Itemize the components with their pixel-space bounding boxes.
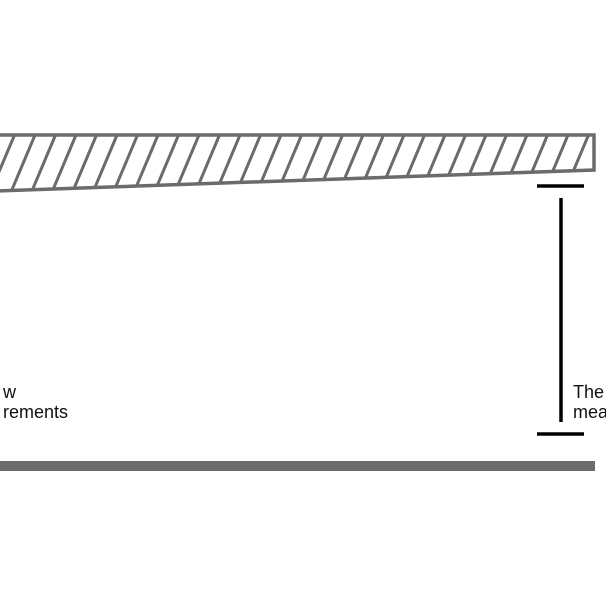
hatch-line bbox=[419, 135, 447, 191]
left-measurement-label: w rements bbox=[3, 382, 68, 422]
hatch-line bbox=[440, 135, 467, 191]
hatch-line bbox=[296, 135, 324, 191]
beam-hatching bbox=[0, 135, 594, 191]
hatch-line bbox=[460, 135, 488, 191]
hatch-line bbox=[173, 135, 201, 191]
hatch-line bbox=[501, 135, 529, 191]
hatch-line bbox=[71, 135, 98, 191]
hatch-line bbox=[317, 135, 344, 191]
right-label-line-1: The bbox=[573, 382, 605, 402]
hatch-line bbox=[50, 135, 78, 191]
hatch-line bbox=[276, 135, 303, 191]
hatch-line bbox=[337, 135, 365, 191]
right-measurement-label: The mea bbox=[573, 382, 606, 422]
sloped-beam bbox=[0, 133, 596, 193]
hatch-line bbox=[399, 135, 426, 191]
beam-outline bbox=[0, 133, 596, 193]
hatch-line bbox=[358, 135, 385, 191]
hatch-line bbox=[30, 135, 57, 191]
hatch-line bbox=[9, 135, 37, 191]
hatch-line bbox=[153, 135, 180, 191]
left-label-line-2: rements bbox=[2, 402, 68, 422]
hatch-line bbox=[522, 135, 549, 191]
left-label-line-1: w bbox=[2, 382, 16, 402]
hatch-line bbox=[0, 135, 16, 191]
hatch-line bbox=[481, 135, 508, 191]
height-dimension bbox=[537, 184, 584, 436]
floor-line bbox=[0, 461, 595, 471]
hatch-line bbox=[132, 135, 160, 191]
hatch-line bbox=[112, 135, 139, 191]
hatch-line bbox=[563, 135, 590, 191]
hatch-line bbox=[542, 135, 570, 191]
hatch-line bbox=[378, 135, 406, 191]
hatch-line bbox=[91, 135, 119, 191]
right-label-line-2: mea bbox=[573, 402, 606, 422]
